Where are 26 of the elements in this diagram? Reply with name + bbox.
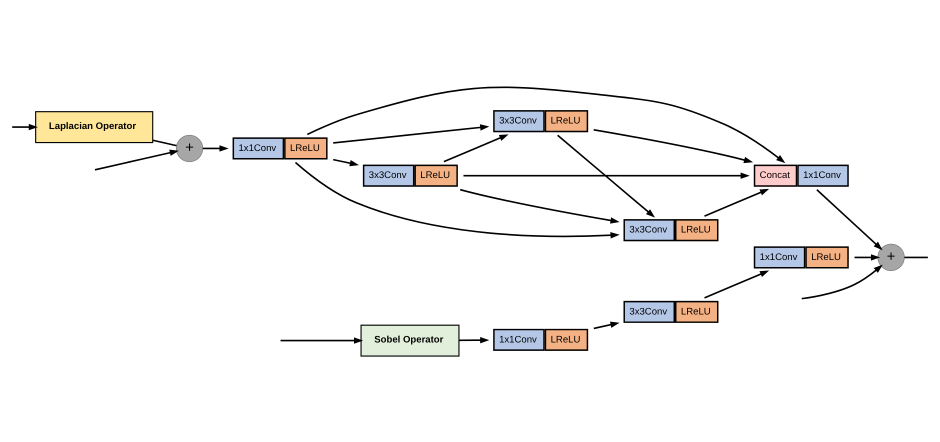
connector (152, 138, 177, 146)
arrow (12, 123, 38, 130)
arrow (704, 270, 770, 298)
arrow (459, 336, 490, 343)
arrow (802, 264, 883, 299)
arrow (557, 134, 656, 218)
node-circle: + (176, 134, 204, 162)
arrow (94, 149, 179, 170)
arrow (306, 86, 786, 163)
arrow (854, 254, 880, 260)
arrow (816, 188, 883, 250)
arrow (280, 336, 364, 344)
arrow (333, 124, 490, 144)
arrow (463, 172, 750, 178)
arrow (594, 128, 754, 163)
node-box: Sobel Operator (360, 324, 460, 356)
arrow (444, 134, 509, 162)
connector (904, 256, 928, 258)
arrow (704, 188, 770, 216)
arrow (594, 321, 620, 329)
node-box: Laplacian Operator (35, 110, 154, 143)
arrow (460, 188, 620, 224)
arrow (294, 161, 620, 238)
node-circle: + (877, 243, 905, 271)
arrow (202, 144, 229, 152)
arrow (333, 158, 359, 166)
